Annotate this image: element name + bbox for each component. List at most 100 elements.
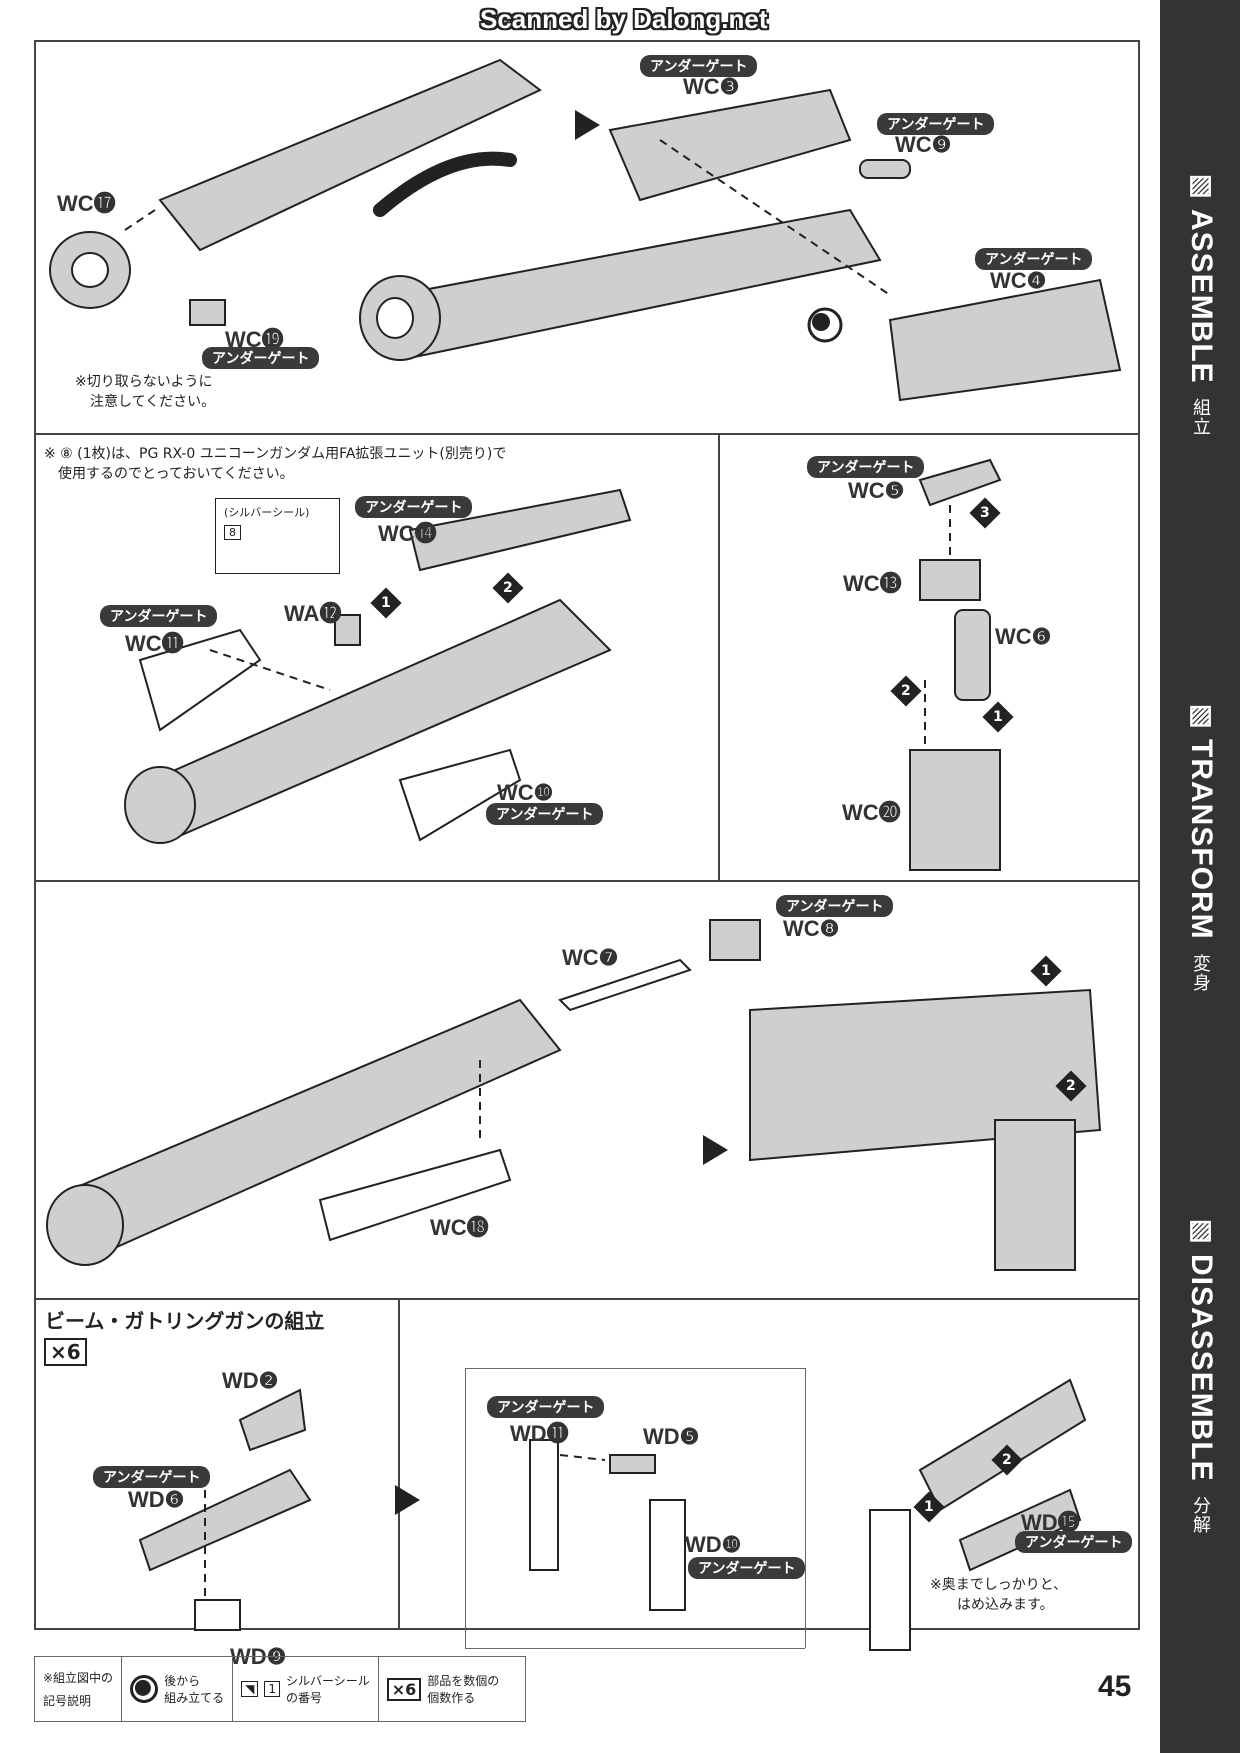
part-wd15 xyxy=(958,1488,1082,1572)
part-label-wd5: WD❺ xyxy=(643,1424,700,1449)
gate-tag: アンダーゲート xyxy=(877,113,995,135)
magazine-detail xyxy=(749,988,1102,1162)
inset-frame-top xyxy=(465,1368,805,1369)
part-wd10 xyxy=(649,1499,686,1611)
stripe-icon: ▨ xyxy=(1186,1215,1217,1246)
magazine-part-wc20 xyxy=(909,749,1001,871)
part-label-wd15: WD⓯ xyxy=(1021,1510,1080,1535)
panel-divider xyxy=(718,433,720,880)
part-label-wd2: WD❷ xyxy=(222,1368,279,1393)
stripe-icon: ▨ xyxy=(1186,700,1217,731)
arrow-icon xyxy=(575,110,600,140)
gate-tag: アンダーゲート xyxy=(487,1396,605,1418)
gate-tag: アンダーゲート xyxy=(688,1557,806,1579)
part-wd5 xyxy=(609,1454,656,1474)
part-label-wc8: WC❽ xyxy=(783,916,840,941)
legend-item-assemble-later: 後から 組み立てる xyxy=(122,1657,234,1721)
grip-part-wc11 xyxy=(138,628,262,732)
rail-part-wc18 xyxy=(318,1148,512,1242)
stripe-icon: ▨ xyxy=(1186,170,1217,201)
cap-part-wc8 xyxy=(709,919,761,961)
small-part-wc19 xyxy=(189,299,226,326)
inset-frame-right xyxy=(805,1368,806,1648)
legend-item-silver-seal: ◥ 1 シルバーシール の番号 xyxy=(233,1657,379,1721)
multiplier-badge: ×6 xyxy=(44,1338,87,1366)
part-label-wc7: WC❼ xyxy=(562,945,619,970)
magazine-part xyxy=(994,1119,1076,1271)
part-label-wd10: WD❿ xyxy=(685,1532,742,1557)
panel-divider xyxy=(34,433,1140,435)
legend-heading: ※組立図中の 記号説明 xyxy=(35,1657,123,1721)
legend-item-multiply: ×6 部品を数個の 個数作る xyxy=(379,1657,508,1721)
mount-part xyxy=(869,1509,911,1651)
gate-tag: アンダーゲート xyxy=(640,55,758,77)
gate-tag: アンダーゲート xyxy=(1015,1531,1133,1553)
part-label-wd11: WD⓫ xyxy=(510,1421,569,1446)
seal-part-wa12 xyxy=(334,614,361,646)
part-wc6 xyxy=(954,609,991,701)
arrow-icon xyxy=(703,1135,728,1165)
note-line: はめ込みます。 xyxy=(957,1597,1054,1613)
seal-icon: ◥ xyxy=(241,1681,259,1697)
barrel-part xyxy=(158,58,542,252)
gatling-barrel-part xyxy=(918,1378,1087,1512)
part-wc13 xyxy=(919,559,981,601)
part-label-wc17: WC⓱ xyxy=(57,191,116,216)
gate-tag: アンダーゲート xyxy=(355,496,473,518)
part-label-wc9: WC❾ xyxy=(895,132,952,157)
gate-tag: アンダーゲート xyxy=(93,1466,211,1488)
part-wd11 xyxy=(529,1439,559,1571)
symbol-legend: ※組立図中の 記号説明 後から 組み立てる ◥ 1 シルバーシール の番号 ×6… xyxy=(34,1656,526,1722)
gate-tag: アンダーゲート xyxy=(486,803,604,825)
gate-tag: アンダーゲート xyxy=(975,248,1093,270)
sidebar-section-disassemble: ▨ DISASSEMBLE 分解 xyxy=(1185,1215,1218,1534)
grip-part-wc10 xyxy=(398,748,522,842)
part-label-wc20: WC⓴ xyxy=(842,800,901,825)
part-wc5 xyxy=(918,458,1002,507)
inset-frame-bottom xyxy=(465,1648,805,1649)
part-label-wc13: WC⓭ xyxy=(843,571,902,596)
part-label-wc10: WC❿ xyxy=(497,780,554,805)
gate-tag: アンダーゲート xyxy=(202,347,320,369)
inset-frame-left xyxy=(465,1368,466,1648)
pin-part-wc9 xyxy=(859,159,911,179)
part-label-wc4: WC❹ xyxy=(990,268,1047,293)
lower-frame-part xyxy=(888,278,1122,402)
part-label-wc18: WC⓲ xyxy=(430,1215,489,1240)
note-line: 使用するのでとっておいてください。 xyxy=(58,466,294,482)
sidebar xyxy=(1160,0,1240,1753)
part-wd6 xyxy=(138,1468,312,1572)
gate-tag: アンダーゲート xyxy=(776,895,894,917)
panel-divider xyxy=(34,1298,1140,1300)
silver-seal-box: (シルバーシール) 8 xyxy=(215,498,341,574)
rod-part-wc7 xyxy=(558,958,692,1012)
note-line: 注意してください。 xyxy=(90,394,216,410)
part-wd9 xyxy=(194,1599,241,1631)
gate-tag: アンダーゲート xyxy=(807,456,925,478)
panel-divider xyxy=(34,880,1140,882)
top-rail-part xyxy=(408,488,632,572)
panel-divider xyxy=(398,1298,400,1630)
part-label-wc11: WC⓫ xyxy=(125,631,184,656)
part-wd2 xyxy=(238,1388,307,1452)
arrow-icon xyxy=(395,1485,420,1515)
part-label-wc5: WC❺ xyxy=(848,478,905,503)
upper-frame-part xyxy=(608,88,852,202)
part-label-wa12: WA⓬ xyxy=(284,601,342,626)
gate-tag: アンダーゲート xyxy=(100,605,218,627)
page-frame xyxy=(34,40,1140,1630)
sidebar-section-transform: ▨ TRANSFORM 変身 xyxy=(1185,700,1218,992)
note-line: ※ ⑧ (1枚)は、PG RX-0 ユニコーンガンダム用FA拡張ユニット(別売り… xyxy=(44,446,507,462)
part-label-wc3: WC❸ xyxy=(683,74,740,99)
page-number: 45 xyxy=(1098,1670,1132,1703)
note-line: ※切り取らないように xyxy=(75,374,213,390)
assembly-diagrams xyxy=(46,58,1122,1651)
sidebar-section-assemble: ▨ ASSEMBLE 組立 xyxy=(1185,170,1218,436)
barrel-assembly xyxy=(368,208,882,362)
section-title: ビーム・ガトリングガンの組立 xyxy=(45,1309,325,1333)
part-label-wd6: WD❻ xyxy=(128,1487,185,1512)
part-label-wc6: WC❻ xyxy=(995,624,1052,649)
rotate-arrow-icon xyxy=(373,151,517,217)
part-label-wc14: WC⓮ xyxy=(378,521,437,546)
assemble-later-icon xyxy=(130,1675,159,1703)
